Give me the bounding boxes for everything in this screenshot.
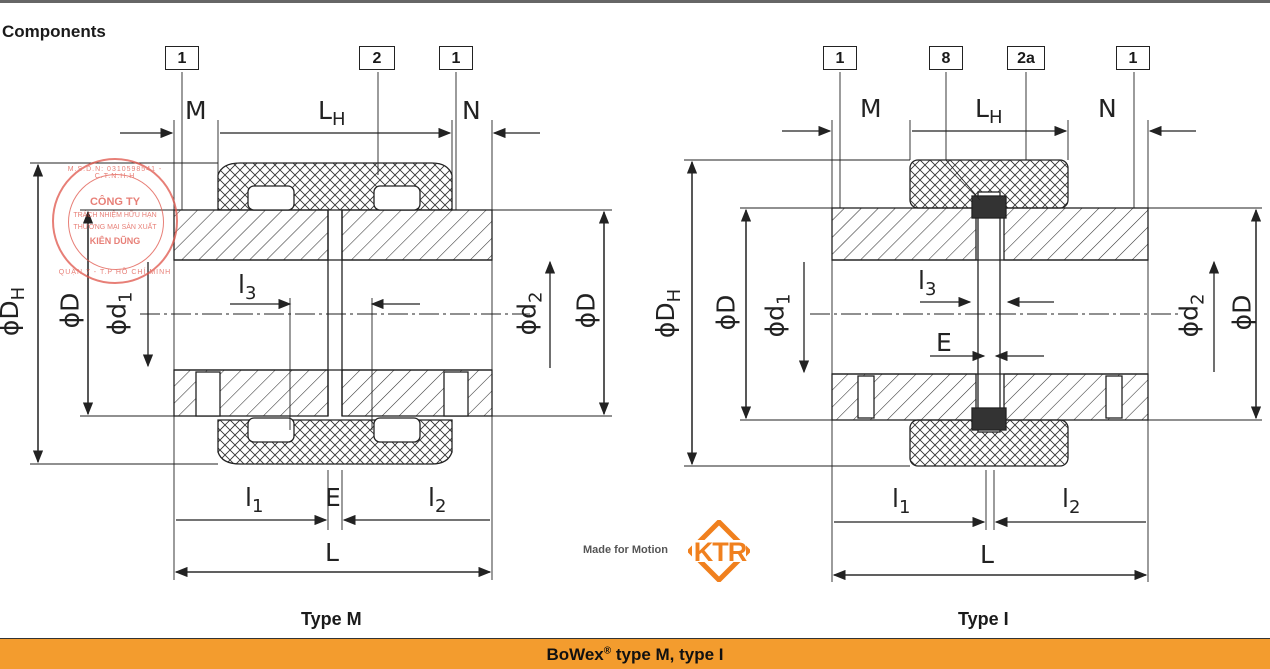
tag-left-3: 1 <box>439 46 473 70</box>
banner-title: BoWex® type M, type I <box>546 645 724 664</box>
dim-d-far-right: ϕD <box>1227 294 1257 331</box>
ktr-logo-text: KTR <box>693 537 748 567</box>
dim-d-right-m: ϕD <box>571 292 601 329</box>
type-i-drawing <box>684 72 1262 582</box>
ktr-logo-icon <box>688 520 750 582</box>
hub-left-top <box>173 209 329 261</box>
dim-e-left: E <box>325 483 341 512</box>
section-title: Components <box>2 22 106 41</box>
dim-l-left: L <box>325 538 339 567</box>
dim-l2-left: l2 <box>428 483 447 517</box>
brand-tagline: Made for Motion <box>583 544 668 556</box>
tag-right-8: 8 <box>929 46 963 70</box>
dim-l2-right: l2 <box>1062 484 1081 518</box>
tag-right-1: 1 <box>823 46 857 70</box>
dim-l3-right: l3 <box>918 266 937 300</box>
hub-left-bottom-i <box>831 373 977 421</box>
dim-dh-right: ϕDH <box>651 288 686 339</box>
dim-dh-left: ϕDH <box>0 286 30 337</box>
hub-right-top-i <box>1003 207 1149 261</box>
dim-lh-left: LH <box>318 96 346 130</box>
hub-left-top-i <box>831 207 977 261</box>
dim-n-left: N <box>462 96 481 125</box>
dim-m-left: M <box>185 96 207 125</box>
dim-d1-right: ϕd1 <box>760 293 795 338</box>
caption-type-m: Type M <box>301 609 362 629</box>
dim-l1-right: l1 <box>892 484 911 518</box>
hub-right-top <box>341 209 493 261</box>
dim-d2-right: ϕd2 <box>1174 293 1209 338</box>
dim-d-right-i: ϕD <box>711 294 741 331</box>
tag-left-2: 2 <box>359 46 395 70</box>
tag-right-2a: 2a <box>1007 46 1045 70</box>
caption-type-i: Type I <box>958 609 1009 629</box>
tag-left-1: 1 <box>165 46 199 70</box>
top-rule <box>0 0 1270 3</box>
dim-l-right: L <box>980 540 994 569</box>
tag-right-1b: 1 <box>1116 46 1150 70</box>
spacer-disc <box>977 191 1001 433</box>
dim-m-right: M <box>860 94 882 123</box>
dim-l3-left: l3 <box>238 270 257 304</box>
dim-lh-right: LH <box>975 94 1003 128</box>
type-m-drawing <box>30 72 612 580</box>
dim-d2-left: ϕd2 <box>512 291 547 336</box>
table-header-banner: BoWex® type M, type I <box>0 638 1270 669</box>
hub-right-bottom <box>341 369 493 417</box>
dim-l1-left: l1 <box>245 483 264 517</box>
dim-e-right: E <box>936 328 952 357</box>
company-stamp: M.S.D.N: 0310598541 - C.T.N.H.H CÔNG TY … <box>52 158 178 284</box>
dim-n-right: N <box>1098 94 1117 123</box>
dim-d1-left: ϕd1 <box>102 291 137 336</box>
dim-d-left: ϕD <box>55 292 85 329</box>
hub-right-bottom-i <box>1003 373 1149 421</box>
